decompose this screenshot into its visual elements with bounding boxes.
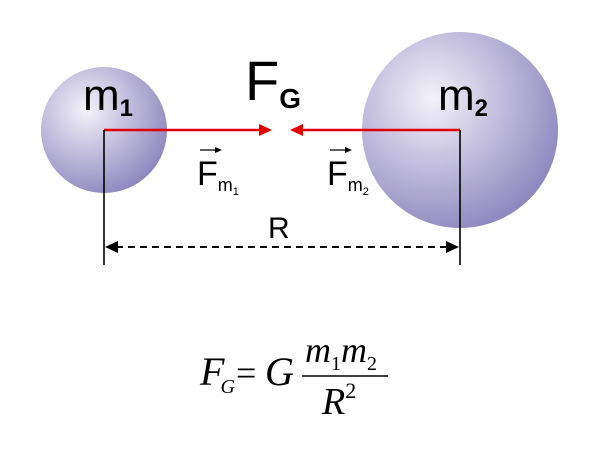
distance-label: R — [268, 212, 290, 245]
newton-gravitation-formula: FG = G m1m2 R2 — [199, 330, 388, 423]
force-arrow-2 — [290, 124, 460, 136]
svg-text:m1m2: m1m2 — [305, 330, 377, 375]
distance-arrow — [105, 241, 459, 253]
svg-text:FG: FG — [199, 349, 235, 398]
mass-label-1: m1 — [83, 71, 133, 122]
force-label: FG — [245, 49, 301, 114]
force-arrow-1 — [104, 124, 272, 136]
svg-text:Fm2: Fm2 — [327, 155, 369, 198]
svg-text:R2: R2 — [321, 378, 356, 423]
vector-label-1: Fm1 — [197, 147, 239, 198]
vector-label-2: Fm2 — [327, 147, 369, 198]
mass-label-2: m2 — [438, 71, 488, 122]
svg-text:Fm1: Fm1 — [197, 155, 239, 198]
svg-text:=: = — [236, 353, 256, 393]
svg-text:G: G — [265, 349, 294, 394]
